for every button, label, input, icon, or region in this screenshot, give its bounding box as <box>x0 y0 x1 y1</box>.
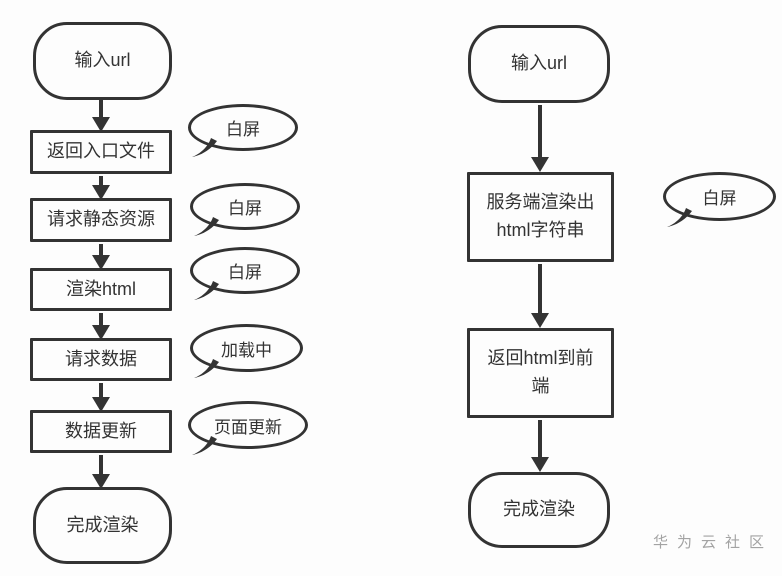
flow-arrow <box>92 383 110 412</box>
annotation-bubble-page-update: 页面更新 <box>188 401 308 455</box>
arrow-stem <box>538 105 542 160</box>
arrow-head-icon <box>92 185 110 200</box>
flow-node-request-static-assets: 请求静态资源 <box>30 198 172 242</box>
flow-arrow <box>531 264 549 328</box>
arrow-head-icon <box>92 397 110 412</box>
flow-arrow <box>531 420 549 472</box>
flow-node-data-update: 数据更新 <box>30 410 172 453</box>
annotation-bubble-loading: 加载中 <box>190 324 303 378</box>
bubble-tail-icon <box>194 281 219 300</box>
flow-arrow <box>531 105 549 172</box>
arrow-stem <box>99 455 103 477</box>
arrow-head-icon <box>531 157 549 172</box>
flow-node-terminator-render-complete-left: 完成渲染 <box>33 487 172 564</box>
arrow-stem <box>538 264 542 316</box>
arrow-stem <box>99 244 103 258</box>
arrow-head-icon <box>92 117 110 132</box>
arrow-head-icon <box>531 457 549 472</box>
flow-node-return-entry-file: 返回入口文件 <box>30 130 172 174</box>
flow-arrow <box>92 100 110 132</box>
arrow-stem <box>99 313 103 328</box>
arrow-head-icon <box>92 474 110 489</box>
flow-node-terminator-render-complete-right: 完成渲染 <box>468 472 610 548</box>
annotation-bubble-white-screen-3: 白屏 <box>190 247 300 300</box>
arrow-stem <box>99 100 103 120</box>
bubble-label: 页面更新 <box>214 417 282 437</box>
arrow-head-icon <box>92 255 110 270</box>
arrow-head-icon <box>531 313 549 328</box>
flow-arrow <box>92 455 110 489</box>
flow-node-terminator-input-url-left: 输入url <box>33 22 172 100</box>
flow-arrow <box>92 176 110 200</box>
bubble-label: 白屏 <box>702 189 737 208</box>
arrow-stem <box>99 176 103 188</box>
bubble-tail-icon <box>194 217 219 236</box>
annotation-bubble-white-screen-2: 白屏 <box>190 183 300 236</box>
arrow-head-icon <box>92 325 110 340</box>
flow-node-terminator-input-url-right: 输入url <box>468 25 610 103</box>
bubble-label: 白屏 <box>228 199 262 218</box>
flow-node-render-html: 渲染html <box>30 268 172 311</box>
flow-arrow <box>92 244 110 270</box>
flow-arrow <box>92 313 110 340</box>
bubble-tail-icon <box>192 436 217 455</box>
watermark-huawei-cloud-community: 华为云社区 <box>653 534 774 551</box>
arrow-stem <box>538 420 542 460</box>
arrow-stem <box>99 383 103 400</box>
bubble-tail-icon <box>194 359 219 378</box>
bubble-label: 白屏 <box>226 120 260 139</box>
flow-node-request-data: 请求数据 <box>30 338 172 381</box>
bubble-tail-icon <box>192 138 217 157</box>
bubble-tail-icon <box>667 208 692 227</box>
flow-node-return-html-to-frontend: 返回html到前端 <box>467 328 614 418</box>
flow-node-server-render-html-string: 服务端渲染出html字符串 <box>467 172 614 262</box>
annotation-bubble-white-screen-right: 白屏 <box>663 172 776 227</box>
bubble-label: 加载中 <box>221 340 272 360</box>
annotation-bubble-white-screen-1: 白屏 <box>188 104 298 157</box>
bubble-label: 白屏 <box>228 263 262 282</box>
